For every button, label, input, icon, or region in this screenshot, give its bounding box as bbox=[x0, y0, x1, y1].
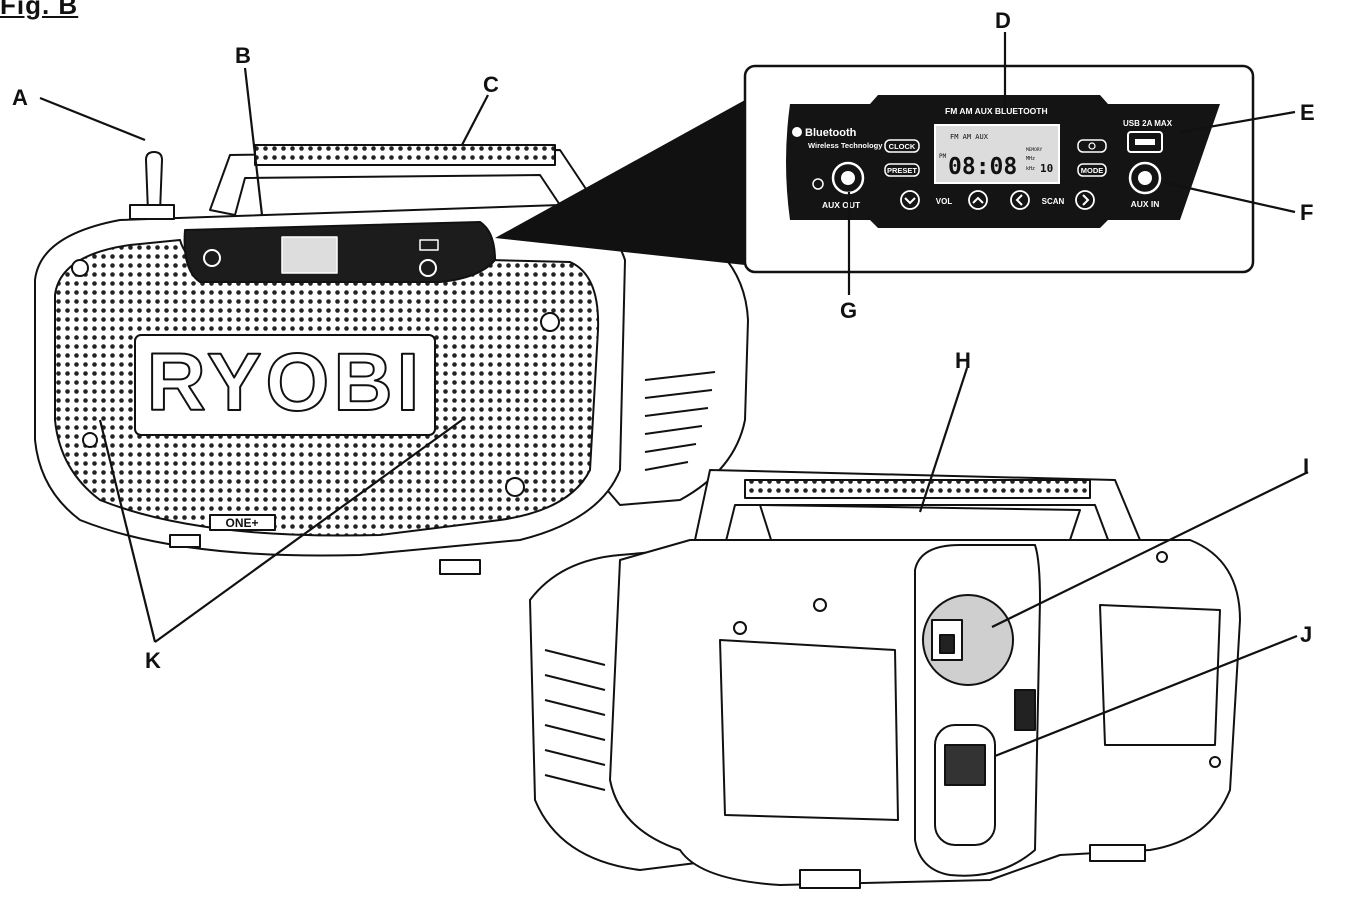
antenna bbox=[145, 151, 163, 213]
svg-text:AUX IN: AUX IN bbox=[1131, 199, 1160, 209]
svg-text:SCAN: SCAN bbox=[1042, 197, 1065, 206]
volume-down-button[interactable] bbox=[900, 190, 920, 210]
callout-c: C bbox=[483, 72, 499, 97]
callout-b: B bbox=[235, 43, 251, 68]
svg-text:PRESET: PRESET bbox=[887, 166, 917, 175]
svg-text:AUX OUT: AUX OUT bbox=[822, 200, 861, 210]
callout-k: K bbox=[145, 648, 161, 673]
brand-logo: RYOBI bbox=[147, 337, 424, 428]
bluetooth-logo: Bluetooth Wireless Technology bbox=[792, 127, 883, 150]
figure-title: Fig. B bbox=[0, 0, 79, 20]
nfc-icon bbox=[812, 178, 824, 190]
battery-tag: ONE+ bbox=[225, 516, 258, 530]
lcd-display bbox=[934, 124, 1060, 184]
svg-text:VOL: VOL bbox=[936, 197, 953, 206]
svg-text:MHz: MHz bbox=[1026, 156, 1035, 162]
callout-h: H bbox=[955, 348, 971, 373]
callout-a: A bbox=[12, 85, 28, 110]
svg-text:PM: PM bbox=[939, 153, 947, 160]
svg-text:Bluetooth: Bluetooth bbox=[805, 127, 857, 139]
preset-button[interactable] bbox=[884, 163, 920, 177]
side-vents-front bbox=[644, 371, 716, 471]
svg-text:Wireless Technology: Wireless Technology bbox=[808, 141, 883, 150]
handle-grip-top bbox=[254, 144, 556, 166]
svg-text:MODE: MODE bbox=[1081, 166, 1104, 175]
leader-lines bbox=[39, 32, 1309, 758]
front-control-panel bbox=[183, 221, 496, 283]
rear-side-vents bbox=[544, 649, 606, 791]
svg-text:USB 2A MAX: USB 2A MAX bbox=[1123, 119, 1173, 128]
callout-e: E bbox=[1300, 100, 1315, 125]
mode-button[interactable] bbox=[1077, 163, 1107, 177]
mode-strip: FM AM AUX BLUETOOTH bbox=[945, 106, 1048, 116]
svg-text:10: 10 bbox=[1040, 162, 1053, 175]
volume-up-button[interactable] bbox=[968, 190, 988, 210]
svg-text:MEMORY: MEMORY bbox=[1026, 147, 1043, 153]
callout-f: F bbox=[1300, 200, 1313, 225]
power-button[interactable] bbox=[1077, 139, 1107, 153]
svg-text:FM AM AUX: FM AM AUX bbox=[950, 133, 989, 141]
callout-j: J bbox=[1300, 622, 1312, 647]
rear-radio bbox=[529, 469, 1241, 889]
callout-g: G bbox=[840, 298, 857, 323]
scan-forward-button[interactable] bbox=[1075, 190, 1095, 210]
lcd-time: 08:08 bbox=[948, 154, 1017, 180]
front-radio: RYOBI ONE+ bbox=[34, 144, 749, 575]
power-icon bbox=[1088, 142, 1096, 150]
clock-button[interactable] bbox=[884, 139, 920, 153]
scan-back-button[interactable] bbox=[1010, 190, 1030, 210]
callout-labels: A B C D E F G H I J K bbox=[12, 8, 1315, 673]
panel-inset: Bluetooth Wireless Technology AUX OUT CL… bbox=[495, 64, 1255, 274]
callout-d: D bbox=[995, 8, 1011, 33]
svg-text:CLOCK: CLOCK bbox=[889, 142, 916, 151]
battery-cap bbox=[922, 594, 1014, 686]
svg-text:kHz: kHz bbox=[1026, 166, 1035, 172]
callout-i: I bbox=[1303, 454, 1309, 479]
